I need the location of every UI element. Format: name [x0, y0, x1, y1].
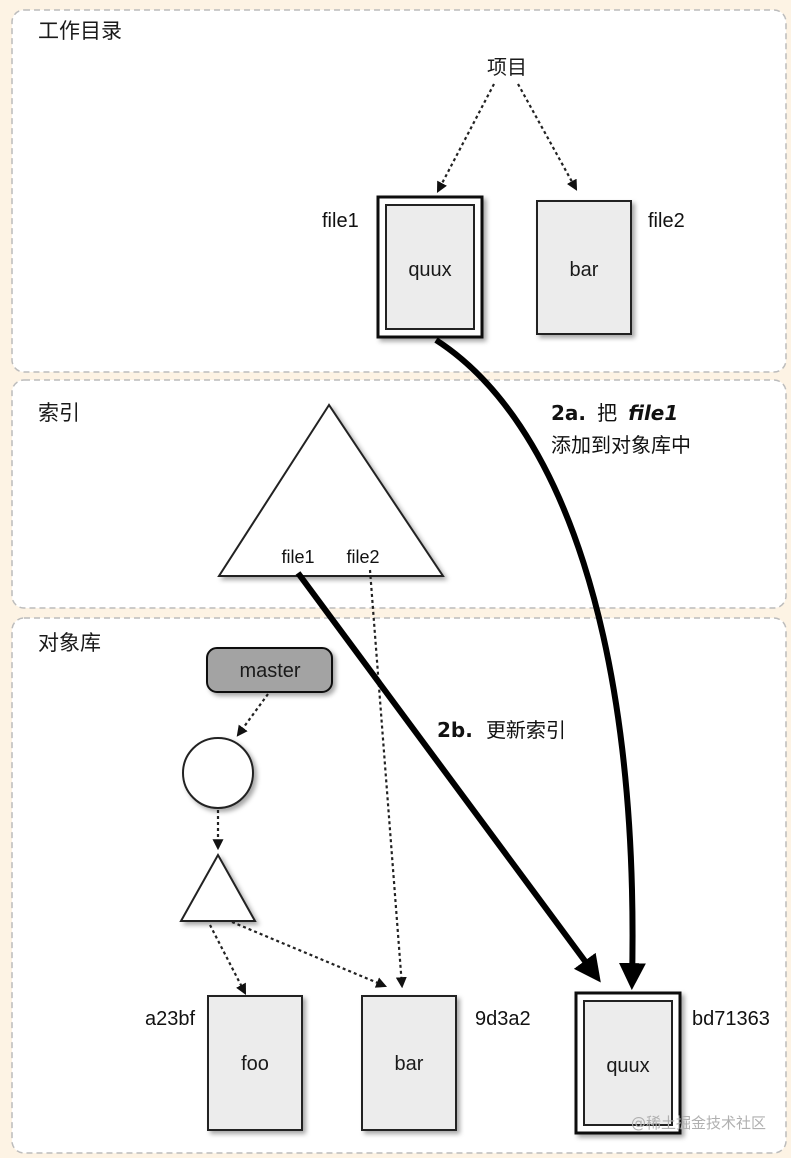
- index-tree-icon: [217, 403, 445, 577]
- working-file1-content: quux: [408, 259, 451, 281]
- watermark-text: @稀土掘金技术社区: [631, 1114, 766, 1132]
- tree-to-foo-arrow: [209, 924, 247, 995]
- project-root-label: 项目: [487, 57, 527, 79]
- blob-bar-hash: 9d3a2: [475, 1008, 531, 1030]
- working-file2-name: file2: [648, 210, 685, 232]
- commit-circle-icon: [182, 737, 254, 809]
- blob-foo-content: foo: [241, 1053, 269, 1075]
- blob-foo-box: [207, 995, 303, 1131]
- index-region: [11, 379, 787, 609]
- step-2a-arrow: [434, 337, 646, 991]
- working-file1-name: file1: [322, 210, 359, 232]
- project-to-file1-arrow: [436, 83, 495, 193]
- master-branch-ref: [206, 647, 333, 693]
- object-store-title: 对象库: [38, 631, 101, 655]
- blob-quux-content: quux: [606, 1055, 649, 1077]
- blob-bar-box: [361, 995, 457, 1131]
- step-2a-line1: 2a. 把 file1: [551, 401, 678, 425]
- commit-tree-icon: [179, 852, 257, 922]
- step-2b-arrow: [295, 571, 601, 983]
- step-2b-label: 2b. 更新索引: [437, 718, 566, 742]
- project-to-file2-arrow: [517, 83, 578, 191]
- working-file1-box: [376, 195, 484, 339]
- blob-quux-hash: bd71363: [692, 1008, 770, 1030]
- master-to-commit-arrow: [236, 693, 269, 737]
- index-entry-file1: file1: [281, 547, 314, 567]
- index-entry-file2: file2: [346, 547, 379, 567]
- master-branch-label: master: [239, 660, 300, 682]
- blob-bar-content: bar: [395, 1053, 424, 1075]
- tree-to-bar-arrow: [231, 920, 388, 988]
- blob-quux-box: [574, 991, 682, 1135]
- working-directory-title: 工作目录: [38, 19, 122, 43]
- blob-foo-hash: a23bf: [145, 1008, 195, 1030]
- working-file2-content: bar: [570, 259, 599, 281]
- step-2a-line2: 添加到对象库中: [551, 433, 691, 457]
- index-title: 索引: [38, 401, 80, 425]
- working-file2-box: [536, 200, 632, 335]
